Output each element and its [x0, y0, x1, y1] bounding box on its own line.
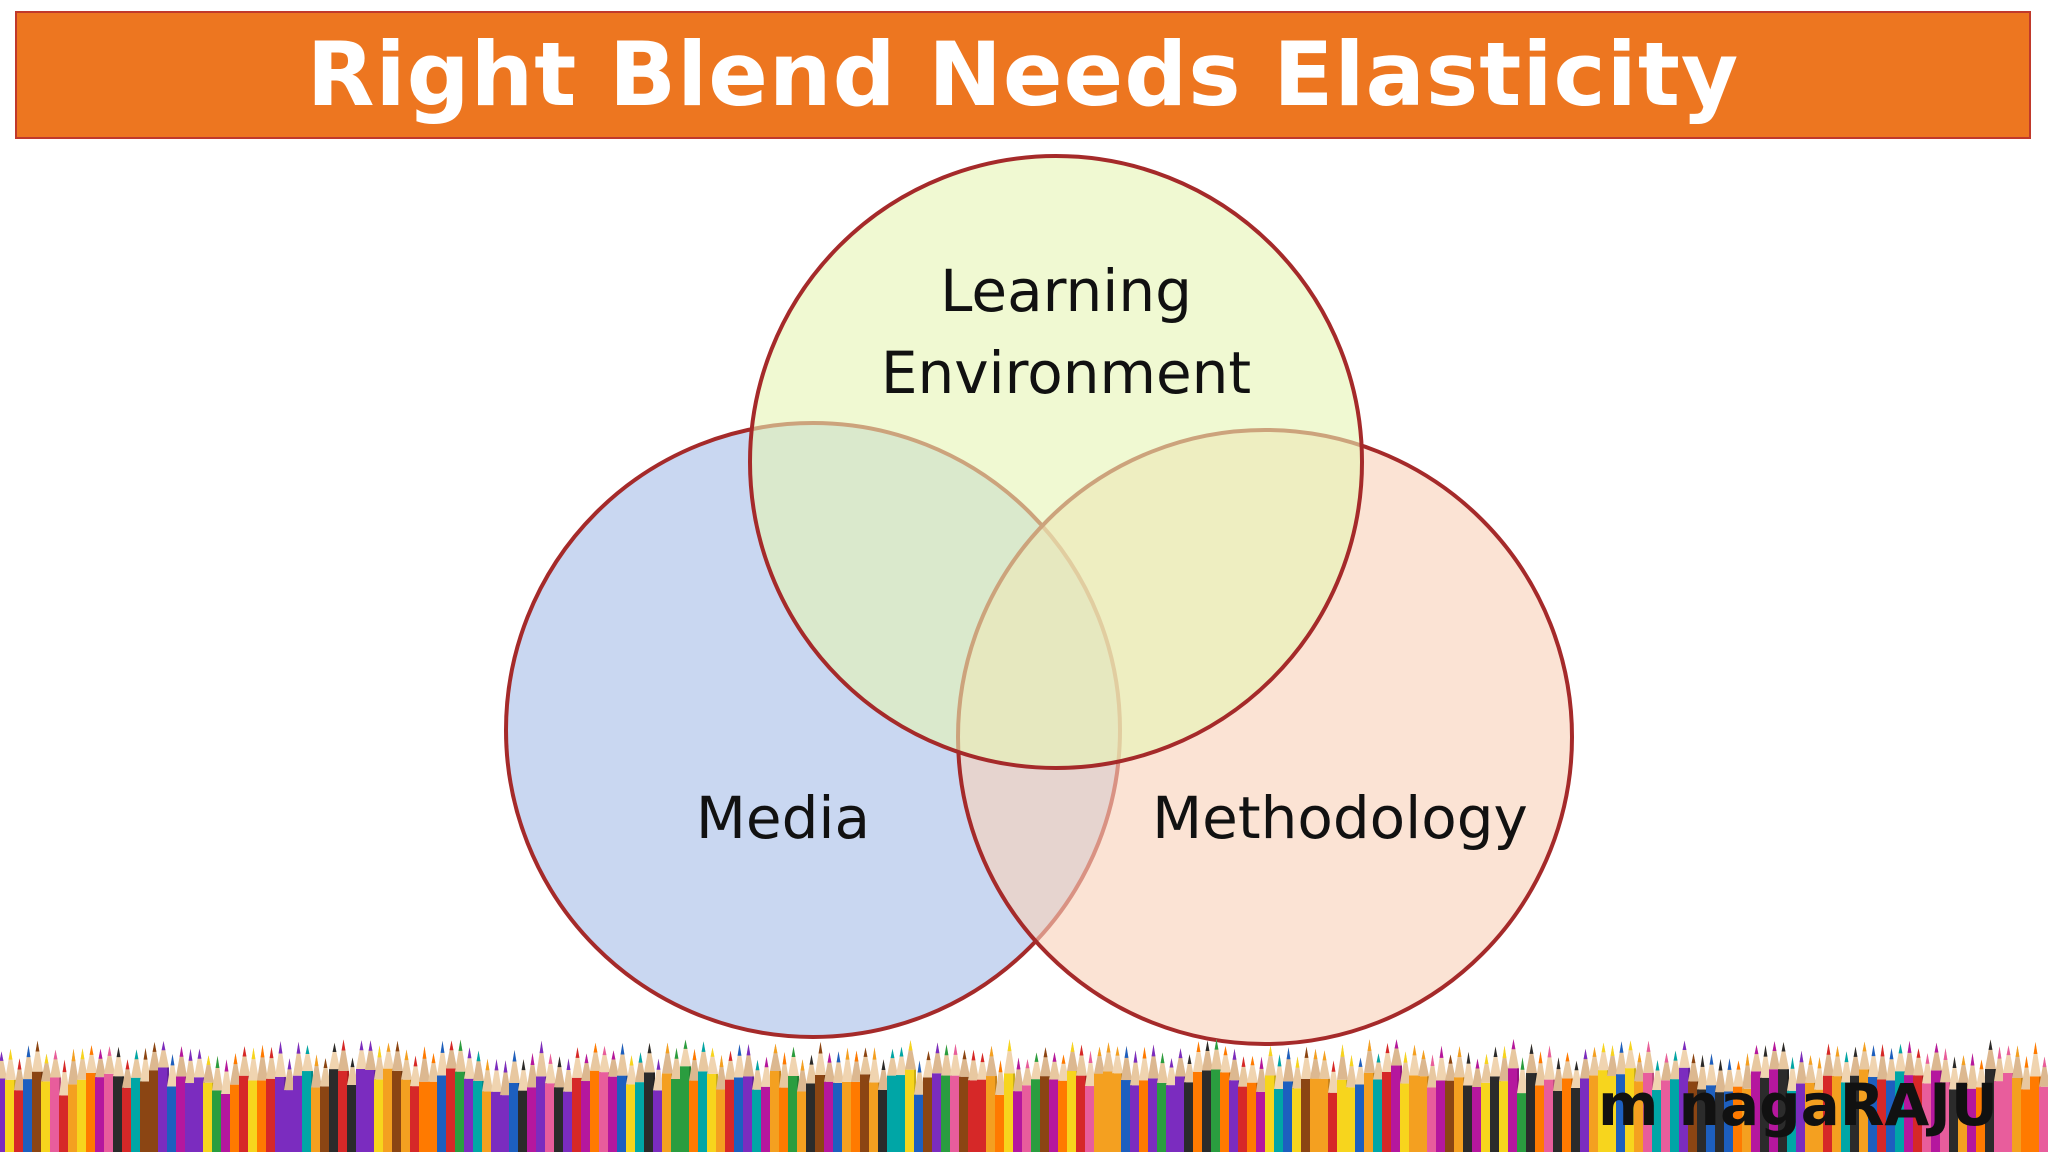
slide-title: Right Blend Needs Elasticity: [306, 23, 1740, 126]
venn-label-methodology: Methodology: [1152, 784, 1528, 852]
author-name: m nagaRAJU: [1598, 1071, 1998, 1139]
title-bar: Right Blend Needs Elasticity: [15, 11, 2031, 139]
venn-circle-learning-environment: [748, 154, 1364, 770]
venn-label-environment: Environment: [881, 339, 1251, 407]
pencil: [2039, 1056, 2048, 1152]
venn-label-learning: Learning: [940, 257, 1192, 325]
venn-label-media: Media: [696, 784, 870, 852]
colored-pencils-strip: [0, 1039, 2048, 1152]
